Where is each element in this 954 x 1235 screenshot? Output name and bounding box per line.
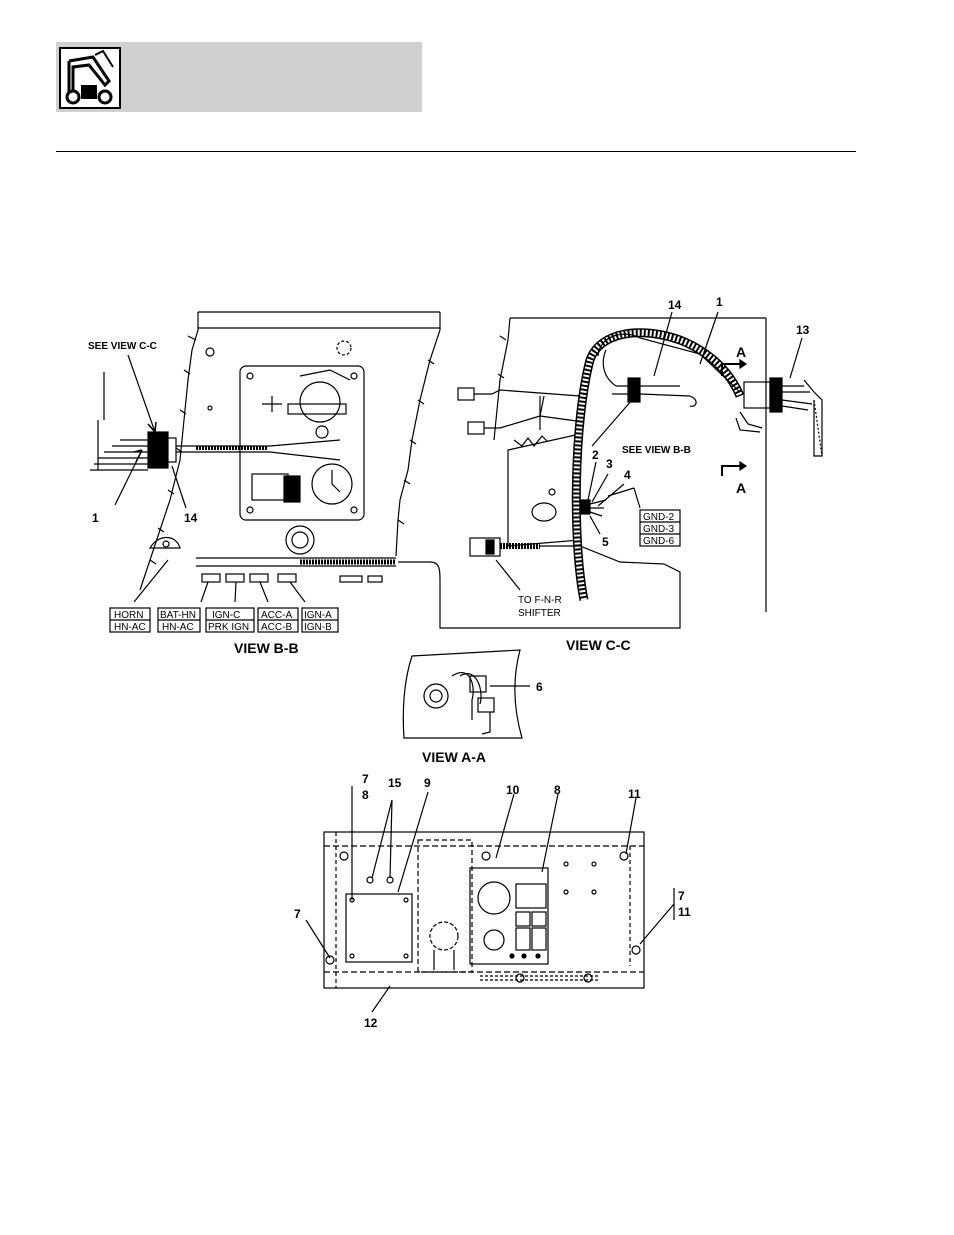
tag-acc-a: ACC-A <box>261 610 292 621</box>
tag-prk-ign: PRK IGN <box>208 622 249 633</box>
tag-ign-b: IGN-B <box>304 622 332 633</box>
view-aa-title: VIEW A-A <box>422 749 486 765</box>
section-a-top: A <box>736 344 746 360</box>
view-cc-drawing <box>458 318 822 612</box>
tag-gnd-6: GND-6 <box>643 536 675 547</box>
view-bb-title: VIEW B-B <box>234 640 299 656</box>
see-view-bb-label: SEE VIEW B-B <box>622 445 691 456</box>
panel-drawing <box>324 832 644 988</box>
callout-10: 10 <box>506 783 520 797</box>
callout-1-cc: 1 <box>716 295 723 309</box>
tag-gnd-2: GND-2 <box>643 512 675 523</box>
callout-8-top: 8 <box>362 788 369 802</box>
tag-horn: HORN <box>114 610 143 621</box>
tag-acc-b: ACC-B <box>261 622 292 633</box>
tag-ign-c: IGN-C <box>212 610 240 621</box>
callout-11-top: 11 <box>628 787 641 801</box>
callout-7-top: 7 <box>362 772 369 786</box>
callout-11-right: 11 <box>678 905 691 919</box>
tag-gnd-3: GND-3 <box>643 524 675 535</box>
section-a-bottom: A <box>736 480 746 496</box>
callout-2: 2 <box>592 448 599 462</box>
tag-ign-a: IGN-A <box>304 610 332 621</box>
callout-13: 13 <box>796 323 810 337</box>
tag-bat-hn: BAT-HN <box>160 610 196 621</box>
callout-5: 5 <box>602 535 609 549</box>
callout-1-bb: 1 <box>92 511 99 525</box>
tag-hn-ac-1: HN-AC <box>114 622 146 633</box>
view-aa-drawing <box>403 650 530 738</box>
tag-hn-ac-2: HN-AC <box>162 622 194 633</box>
callout-6: 6 <box>536 680 543 694</box>
callout-4: 4 <box>624 468 631 482</box>
see-view-cc-label: SEE VIEW C-C <box>88 341 157 352</box>
callout-15: 15 <box>388 776 402 790</box>
callout-7-right: 7 <box>678 889 685 903</box>
callout-14-bb: 14 <box>184 511 198 525</box>
callout-3: 3 <box>606 457 613 471</box>
shifter-line-1: TO F-N-R <box>518 595 562 606</box>
callout-9: 9 <box>424 776 431 790</box>
callout-14-cc: 14 <box>668 298 682 312</box>
callout-12: 12 <box>364 1016 378 1030</box>
callout-8-right: 8 <box>554 783 561 797</box>
callout-7-left: 7 <box>294 907 301 921</box>
shifter-line-2: SHIFTER <box>518 608 561 619</box>
view-cc-title: VIEW C-C <box>566 637 631 653</box>
